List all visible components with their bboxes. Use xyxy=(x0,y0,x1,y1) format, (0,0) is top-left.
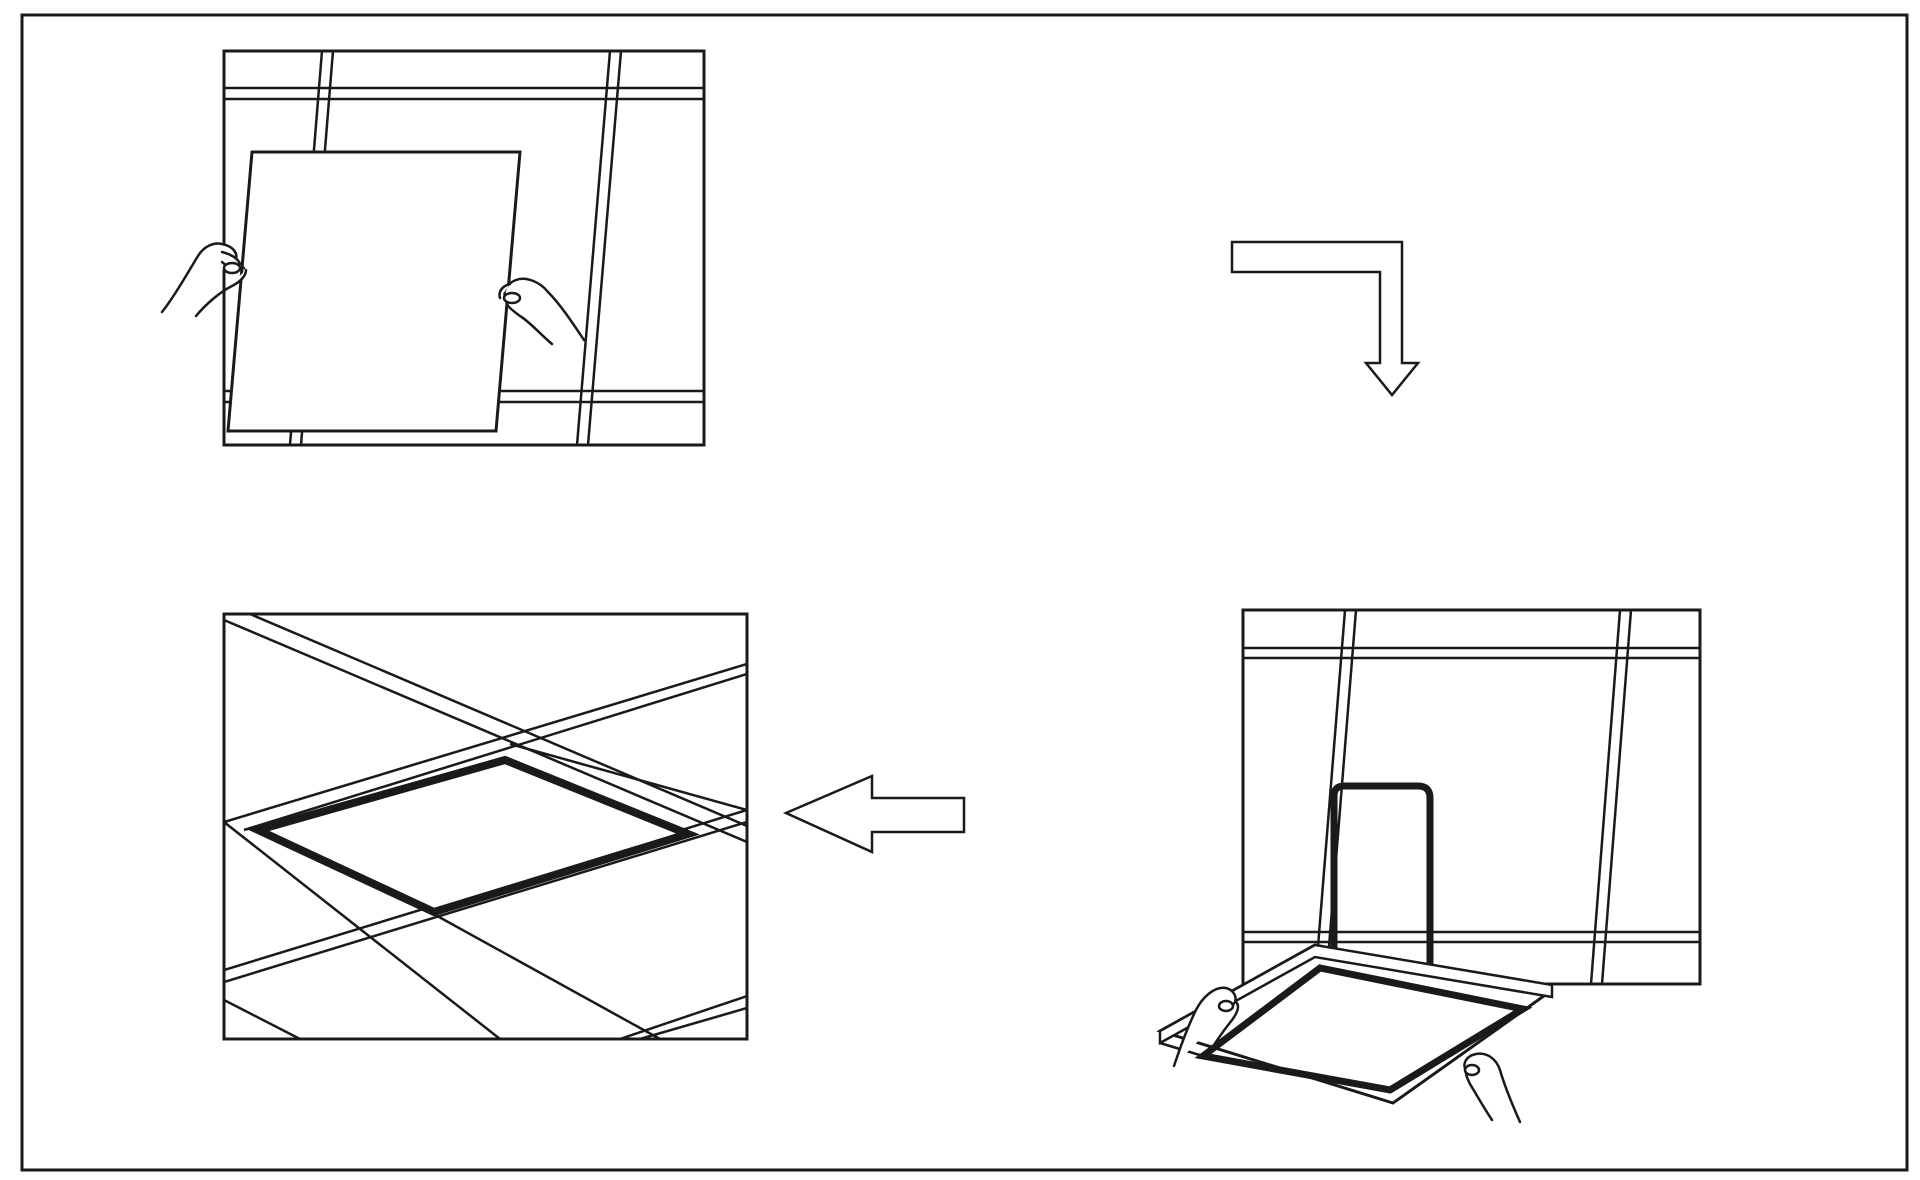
arrow-step2-to-step3 xyxy=(782,774,966,854)
panel-back-edge xyxy=(1330,782,1434,964)
step-panel-installed xyxy=(222,612,749,1041)
installed-panel xyxy=(246,755,700,917)
step-remove-ceiling-tile xyxy=(160,49,706,447)
step-insert-panel xyxy=(1156,608,1702,1124)
ceiling-tile xyxy=(226,150,522,433)
arrow-step1-to-step2 xyxy=(1230,240,1421,397)
left-hand-icon xyxy=(160,242,248,318)
right-hand-icon xyxy=(1463,1052,1522,1124)
outer-frame xyxy=(20,13,1909,1172)
ceiling-grid-step2 xyxy=(1243,610,1700,984)
step2-frame xyxy=(1241,608,1702,986)
left-hand-icon xyxy=(1172,986,1240,1068)
right-hand-icon xyxy=(498,277,586,346)
led-panel xyxy=(1156,943,1554,1105)
step3-frame xyxy=(222,612,749,1041)
